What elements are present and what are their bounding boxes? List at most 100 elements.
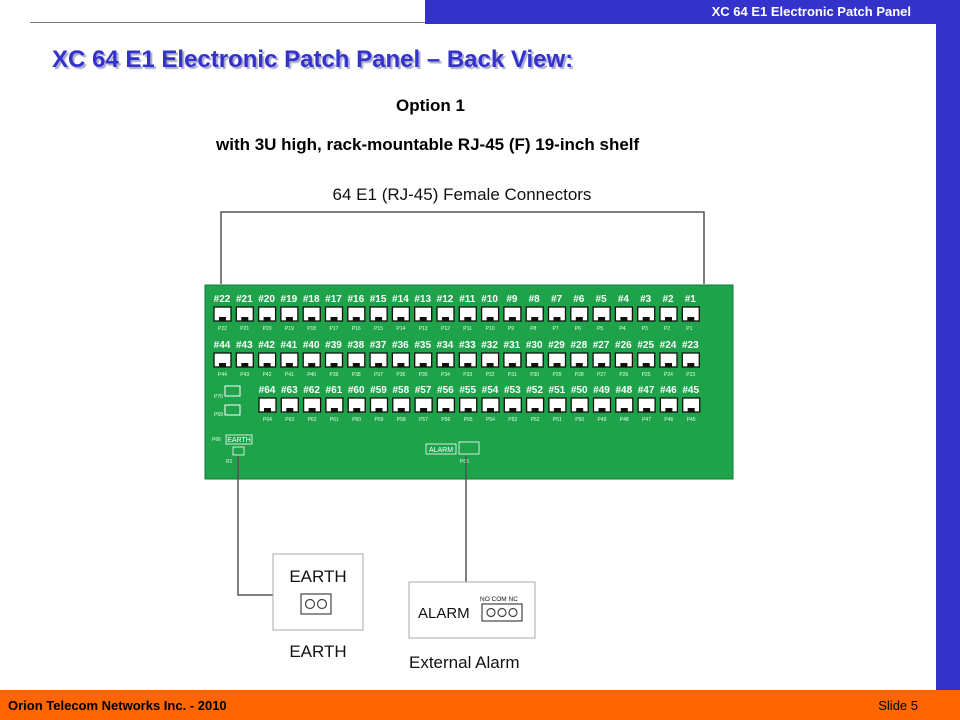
rj45-jack-latch — [241, 363, 249, 367]
port-sub-label: P59 — [375, 417, 384, 423]
port-number-label: #31 — [504, 340, 521, 351]
rj45-jack-latch — [219, 363, 226, 367]
port-sub-label: P32 — [486, 372, 495, 378]
rj45-jack-latch — [531, 408, 539, 412]
port-sub-label: P51 — [553, 417, 562, 423]
port-number-label: #36 — [392, 340, 409, 351]
port-number-label: #44 — [214, 340, 231, 351]
p69-connector-icon — [224, 404, 241, 416]
port-number-label: #46 — [660, 385, 677, 396]
rj45-jack-latch — [598, 363, 606, 367]
port-grid: #22P22#21P21#20P20#19P19#18P18#17P17#16P… — [213, 294, 701, 423]
port-number-label: #56 — [437, 385, 454, 396]
rj45-jack-latch — [442, 363, 449, 367]
port-number-label: #18 — [303, 294, 320, 305]
port-sub-label: P31 — [508, 372, 517, 378]
footer-bar — [0, 690, 960, 720]
rj45-jack-latch — [352, 363, 360, 367]
rj45-jack-latch — [352, 317, 360, 321]
port-number-label: #20 — [258, 294, 275, 305]
port-number-label: #49 — [593, 385, 610, 396]
port-number-label: #33 — [459, 340, 476, 351]
rj45-jack-latch — [286, 408, 294, 412]
port-sub-label: P7 — [553, 326, 559, 332]
rj45-jack-latch — [620, 317, 628, 321]
port-sub-label: P18 — [307, 326, 316, 332]
p70-connector-icon — [224, 385, 241, 397]
slide-title: XC 64 E1 Electronic Patch Panel – Back V… — [52, 46, 574, 73]
port-sub-label: P61 — [330, 417, 339, 423]
alarm-box: ALARM NO COM NC — [408, 581, 536, 639]
port-sub-label: P52 — [531, 417, 540, 423]
rj45-jack-latch — [687, 408, 695, 412]
port-number-label: #45 — [682, 385, 699, 396]
rj45-jack-latch — [397, 317, 405, 321]
port-sub-label: P33 — [463, 372, 472, 378]
port-number-label: #40 — [303, 340, 320, 351]
port-number-label: #64 — [259, 385, 276, 396]
rj45-jack-latch — [487, 408, 494, 412]
rj45-jack-latch — [687, 317, 695, 321]
port-sub-label: P36 — [396, 372, 405, 378]
port-number-label: #7 — [551, 294, 563, 305]
slide-number: Slide 5 — [878, 698, 918, 713]
p69-label: P69 — [214, 412, 223, 418]
port-number-label: #14 — [392, 294, 409, 305]
rj45-jack-latch — [620, 363, 628, 367]
port-number-label: #23 — [682, 340, 699, 351]
port-sub-label: P39 — [330, 372, 339, 378]
port-sub-label: P29 — [553, 372, 562, 378]
port-number-label: #1 — [685, 294, 697, 305]
earth-caption: EARTH — [289, 642, 346, 661]
alarm-caption: External Alarm — [409, 653, 520, 672]
port-number-label: #25 — [637, 340, 654, 351]
port-sub-label: P62 — [308, 417, 317, 423]
port-sub-label: P46 — [664, 417, 673, 423]
panel-alarm-label: ALARM — [429, 447, 453, 454]
port-number-label: #11 — [459, 294, 476, 305]
rj45-jack-latch — [643, 408, 651, 412]
port-sub-label: P19 — [285, 326, 294, 332]
port-sub-label: P54 — [486, 417, 495, 423]
rj45-jack-latch — [419, 317, 427, 321]
port-number-label: #3 — [640, 294, 652, 305]
earth-box-title: EARTH — [289, 567, 346, 586]
port-sub-label: P47 — [642, 417, 651, 423]
port-number-label: #41 — [281, 340, 298, 351]
panel-earth-terminal-icon — [232, 446, 245, 456]
rj45-jack-latch — [308, 408, 316, 412]
patch-panel-diagram: 64 E1 (RJ-45) Female Connectors #22P22#2… — [204, 185, 734, 672]
port-number-label: #62 — [303, 385, 320, 396]
rj45-jack-latch — [665, 363, 672, 367]
port-sub-label: P9 — [508, 326, 514, 332]
option-label: Option 1 — [396, 96, 465, 115]
rj45-jack-latch — [553, 408, 561, 412]
port-number-label: #47 — [638, 385, 655, 396]
port-sub-label: P10 — [486, 326, 495, 332]
rj45-jack-latch — [687, 363, 695, 367]
port-sub-label: P56 — [441, 417, 450, 423]
port-sub-label: P16 — [352, 326, 361, 332]
port-sub-label: P44 — [218, 372, 227, 378]
port-number-label: #63 — [281, 385, 298, 396]
port-sub-label: P64 — [263, 417, 272, 423]
port-number-label: #24 — [660, 340, 677, 351]
port-number-label: #32 — [481, 340, 498, 351]
rj45-jack-latch — [598, 317, 606, 321]
port-number-label: #16 — [347, 294, 364, 305]
port-number-label: #50 — [571, 385, 588, 396]
rj45-jack-latch — [531, 363, 539, 367]
port-number-label: #29 — [548, 340, 565, 351]
port-sub-label: P12 — [441, 326, 450, 332]
port-sub-label: P26 — [619, 372, 628, 378]
port-sub-label: P1 — [686, 326, 692, 332]
rj45-jack-latch — [330, 408, 338, 412]
p65-label: P65 — [460, 459, 469, 465]
port-sub-label: P24 — [664, 372, 673, 378]
rj45-jack-latch — [464, 408, 472, 412]
port-number-label: #59 — [370, 385, 387, 396]
rj45-jack-latch — [308, 363, 316, 367]
port-sub-label: P27 — [597, 372, 606, 378]
panel-earth-tag — [225, 434, 253, 445]
alarm-contacts-label: NO COM NC — [480, 596, 518, 603]
